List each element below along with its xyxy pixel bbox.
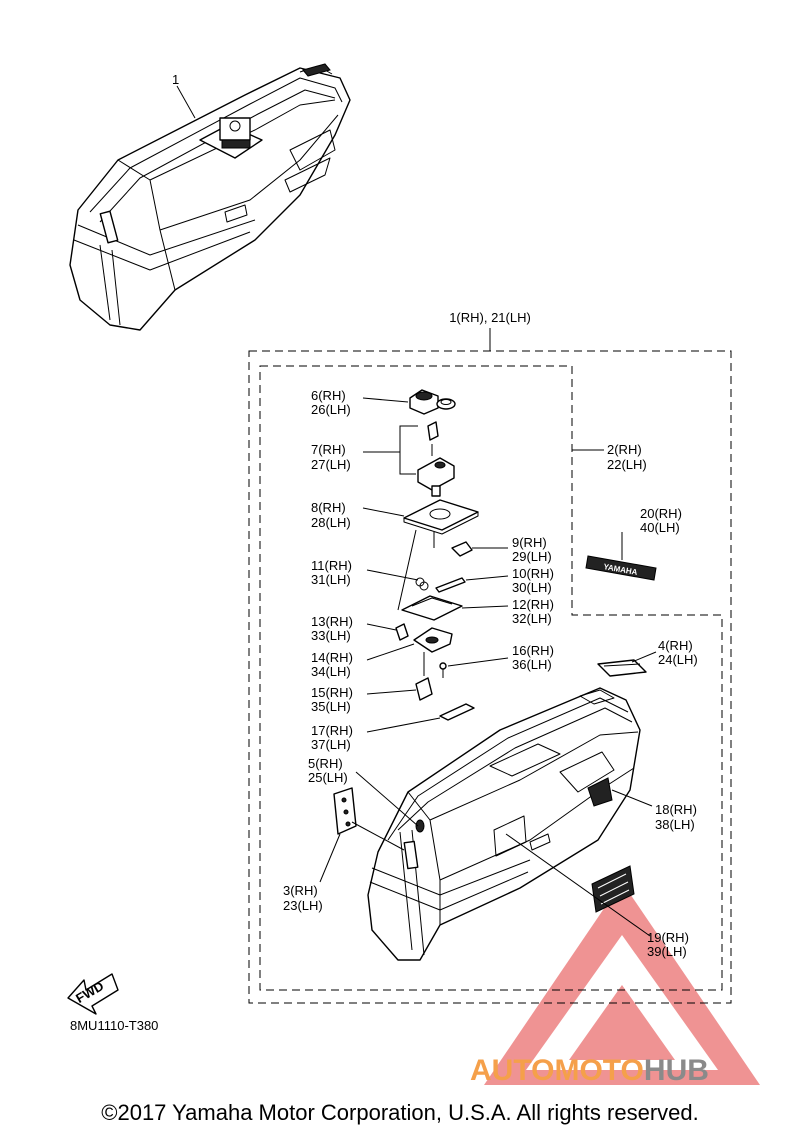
svg-text:12(RH): 12(RH) [512,597,554,612]
svg-text:29(LH): 29(LH) [512,549,552,564]
group-box-inner [259,365,723,991]
svg-text:26(LH): 26(LH) [311,402,351,417]
copyright-notice: ©2017 Yamaha Motor Corporation, U.S.A. A… [101,1100,699,1125]
svg-text:19(RH): 19(RH) [647,930,689,945]
callout-6: 6(RH) 26(LH) [311,388,351,417]
svg-text:18(RH): 18(RH) [655,802,697,817]
callout-14: 14(RH) 34(LH) [311,650,353,679]
watermark-text: AUTOMOTOHUB [470,1054,709,1088]
leader-1 [176,85,196,119]
svg-text:15(RH): 15(RH) [311,685,353,700]
part-13-screw [395,623,409,641]
callout-1: 1 [172,72,179,87]
svg-text:34(LH): 34(LH) [311,664,351,679]
callout-15: 15(RH) 35(LH) [311,685,353,714]
callout-19: 19(RH) 39(LH) [647,930,689,959]
callout-4: 4(RH) 24(LH) [658,638,698,667]
callout-11: 11(RH) 31(LH) [311,558,352,587]
svg-text:35(LH): 35(LH) [311,699,351,714]
part-16-screw [439,662,447,678]
svg-text:14(RH): 14(RH) [311,650,353,665]
svg-text:23(LH): 23(LH) [283,898,323,913]
diagram-code: 8MU1110-T380 [70,1018,158,1033]
svg-text:20(RH): 20(RH) [640,506,682,521]
callout-8: 8(RH) 28(LH) [311,500,351,530]
callout-17: 17(RH) 37(LH) [311,723,353,752]
svg-text:24(LH): 24(LH) [658,652,698,667]
watermark-part2: HUB [643,1054,709,1087]
part-9-clip [451,541,473,557]
svg-text:31(LH): 31(LH) [311,572,351,587]
part-19-label [591,865,635,913]
svg-text:25(LH): 25(LH) [308,770,348,785]
callout-20: 20(RH) 40(LH) [640,506,682,535]
part-10-rod [435,577,466,593]
saddlebag-assembled-top [69,63,351,331]
svg-text:37(LH): 37(LH) [311,737,351,752]
callout-3: 3(RH) 23(LH) [283,883,323,913]
part-6-lock-cylinder [409,389,456,415]
svg-text:17(RH): 17(RH) [311,723,353,738]
svg-text:32(LH): 32(LH) [512,611,552,626]
svg-text:39(LH): 39(LH) [647,944,687,959]
part-12-bracket [401,595,463,621]
callout-5: 5(RH) 25(LH) [308,756,348,785]
svg-text:10(RH): 10(RH) [512,566,554,581]
callout-16: 16(RH) 36(LH) [512,643,554,672]
svg-text:36(LH): 36(LH) [512,657,552,672]
part-17-pad [439,703,475,721]
svg-text:5(RH): 5(RH) [308,756,343,771]
svg-text:33(LH): 33(LH) [311,628,351,643]
callout-12: 12(RH) 32(LH) [512,597,554,626]
part-14-base [413,627,453,653]
callout-9: 9(RH) 29(LH) [512,535,552,564]
svg-text:8(RH): 8(RH) [311,500,346,515]
svg-text:13(RH): 13(RH) [311,614,353,629]
part-3-hinge [333,787,357,835]
watermark-part1: AUTOMOTO [470,1054,644,1087]
svg-text:4(RH): 4(RH) [658,638,693,653]
part-11-spring [415,577,429,591]
svg-text:2(RH): 2(RH) [607,442,642,457]
svg-text:3(RH): 3(RH) [283,883,318,898]
fwd-arrow-icon: FWD [67,973,119,1015]
saddlebag-body-lower [367,687,641,961]
callout-13: 13(RH) 33(LH) [311,614,353,643]
svg-text:6(RH): 6(RH) [311,388,346,403]
part-15-hook [415,677,433,701]
part-20-decal: YAMAHA [585,555,657,581]
svg-text:30(LH): 30(LH) [512,580,552,595]
callout-18: 18(RH) 38(LH) [655,802,697,832]
svg-text:9(RH): 9(RH) [512,535,547,550]
part-7-latch-set [417,421,455,497]
callout-10: 10(RH) 30(LH) [512,566,554,595]
svg-text:11(RH): 11(RH) [311,558,352,573]
callout-7: 7(RH) 27(LH) [311,442,351,472]
callout-2: 2(RH) 22(LH) [607,442,647,472]
svg-text:38(LH): 38(LH) [655,817,695,832]
part-8-plate [403,499,479,535]
svg-text:22(LH): 22(LH) [607,457,647,472]
svg-text:16(RH): 16(RH) [512,643,554,658]
svg-text:28(LH): 28(LH) [311,515,351,530]
svg-text:7(RH): 7(RH) [311,442,346,457]
svg-text:27(LH): 27(LH) [311,457,351,472]
svg-text:40(LH): 40(LH) [640,520,680,535]
callout-1-21: 1(RH), 21(LH) [449,310,531,325]
part-4-emblem [597,659,647,677]
